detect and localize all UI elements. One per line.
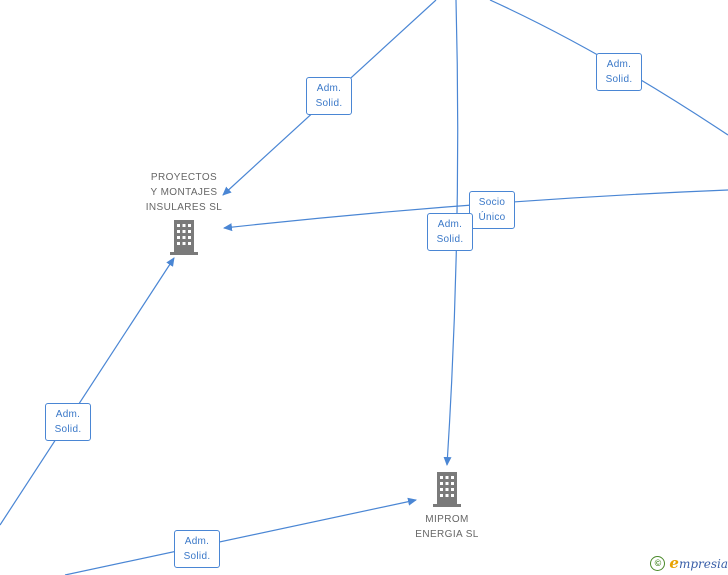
company-node-proyectos[interactable]: PROYECTOS Y MONTAJES INSULARES SL (134, 170, 234, 256)
edge-label-adm-solid[interactable]: Adm. Solid. (174, 530, 220, 568)
building-icon (170, 220, 198, 255)
copyright-icon: © (650, 555, 666, 571)
edge-bottomleft-to-proyectos (0, 257, 175, 526)
edge-label-adm-solid[interactable]: Adm. Solid. (596, 53, 642, 91)
empresia-watermark: © empresia (650, 554, 728, 572)
building-icon (433, 472, 461, 507)
company-node-miprom[interactable]: MIPROM ENERGIA SL (397, 472, 497, 542)
edge-label-adm-solid[interactable]: Adm. Solid. (306, 77, 352, 115)
edge-label-adm-solid[interactable]: Adm. Solid. (427, 213, 473, 251)
company-name: PROYECTOS Y MONTAJES INSULARES SL (145, 172, 223, 213)
edge-label-adm-solid[interactable]: Adm. Solid. (45, 403, 91, 441)
brand-logo: empresia (669, 554, 728, 572)
edge-bottom-to-miprom (64, 497, 417, 575)
edge-label-socio-unico[interactable]: Socio Único (469, 191, 515, 229)
company-name: MIPROM ENERGIA SL (415, 514, 479, 540)
